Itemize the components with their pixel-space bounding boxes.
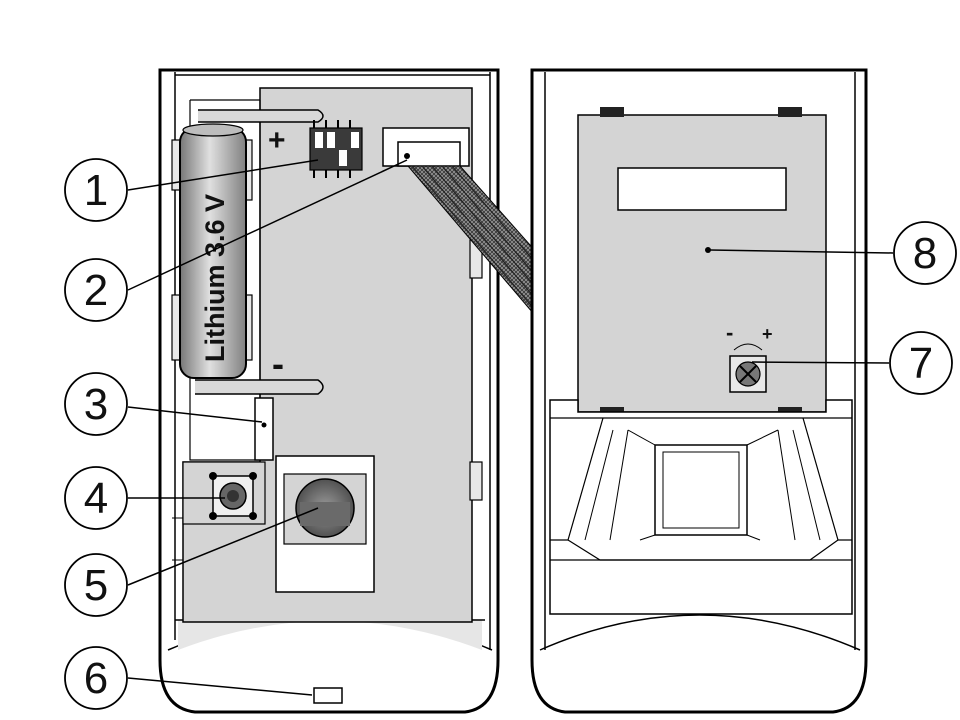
callout-7-number: 7 (909, 339, 933, 388)
release-slot (313, 687, 343, 704)
callout-4: 4 (64, 466, 128, 530)
pir-sensor (275, 455, 375, 593)
callout-8-number: 8 (913, 229, 937, 278)
trimmer-minus-sign: - (726, 320, 733, 345)
battery-label: Lithium 3.6 V (200, 194, 230, 362)
tamper-jumper (254, 397, 274, 461)
callout-7: 7 (889, 331, 953, 395)
callout-6: 6 (64, 646, 128, 710)
callout-4-number: 4 (84, 474, 108, 523)
cover-window (617, 167, 787, 211)
battery-plus-sign: + (268, 124, 286, 157)
callout-2: 2 (64, 258, 128, 322)
callout-6-number: 6 (84, 654, 108, 703)
fresnel-lens-frame (549, 399, 853, 615)
callout-3-number: 3 (84, 380, 108, 429)
battery: Lithium 3.6 V (179, 123, 247, 379)
leader-lines (127, 159, 894, 696)
callout-1: 1 (64, 158, 128, 222)
callout-2-number: 2 (84, 266, 108, 315)
callout-5-number: 5 (84, 561, 108, 610)
cover-board (577, 107, 827, 417)
dip-switch[interactable] (309, 120, 363, 178)
pcb-clip (469, 461, 483, 501)
battery-minus-sign: - (272, 343, 284, 384)
callout-1-number: 1 (84, 166, 108, 215)
cable-connector (382, 127, 470, 167)
trimmer-plus-sign: + (762, 324, 773, 344)
callout-3: 3 (64, 372, 128, 436)
callout-5: 5 (64, 553, 128, 617)
callout-8: 8 (893, 221, 957, 285)
tamper-switch[interactable] (172, 461, 266, 561)
